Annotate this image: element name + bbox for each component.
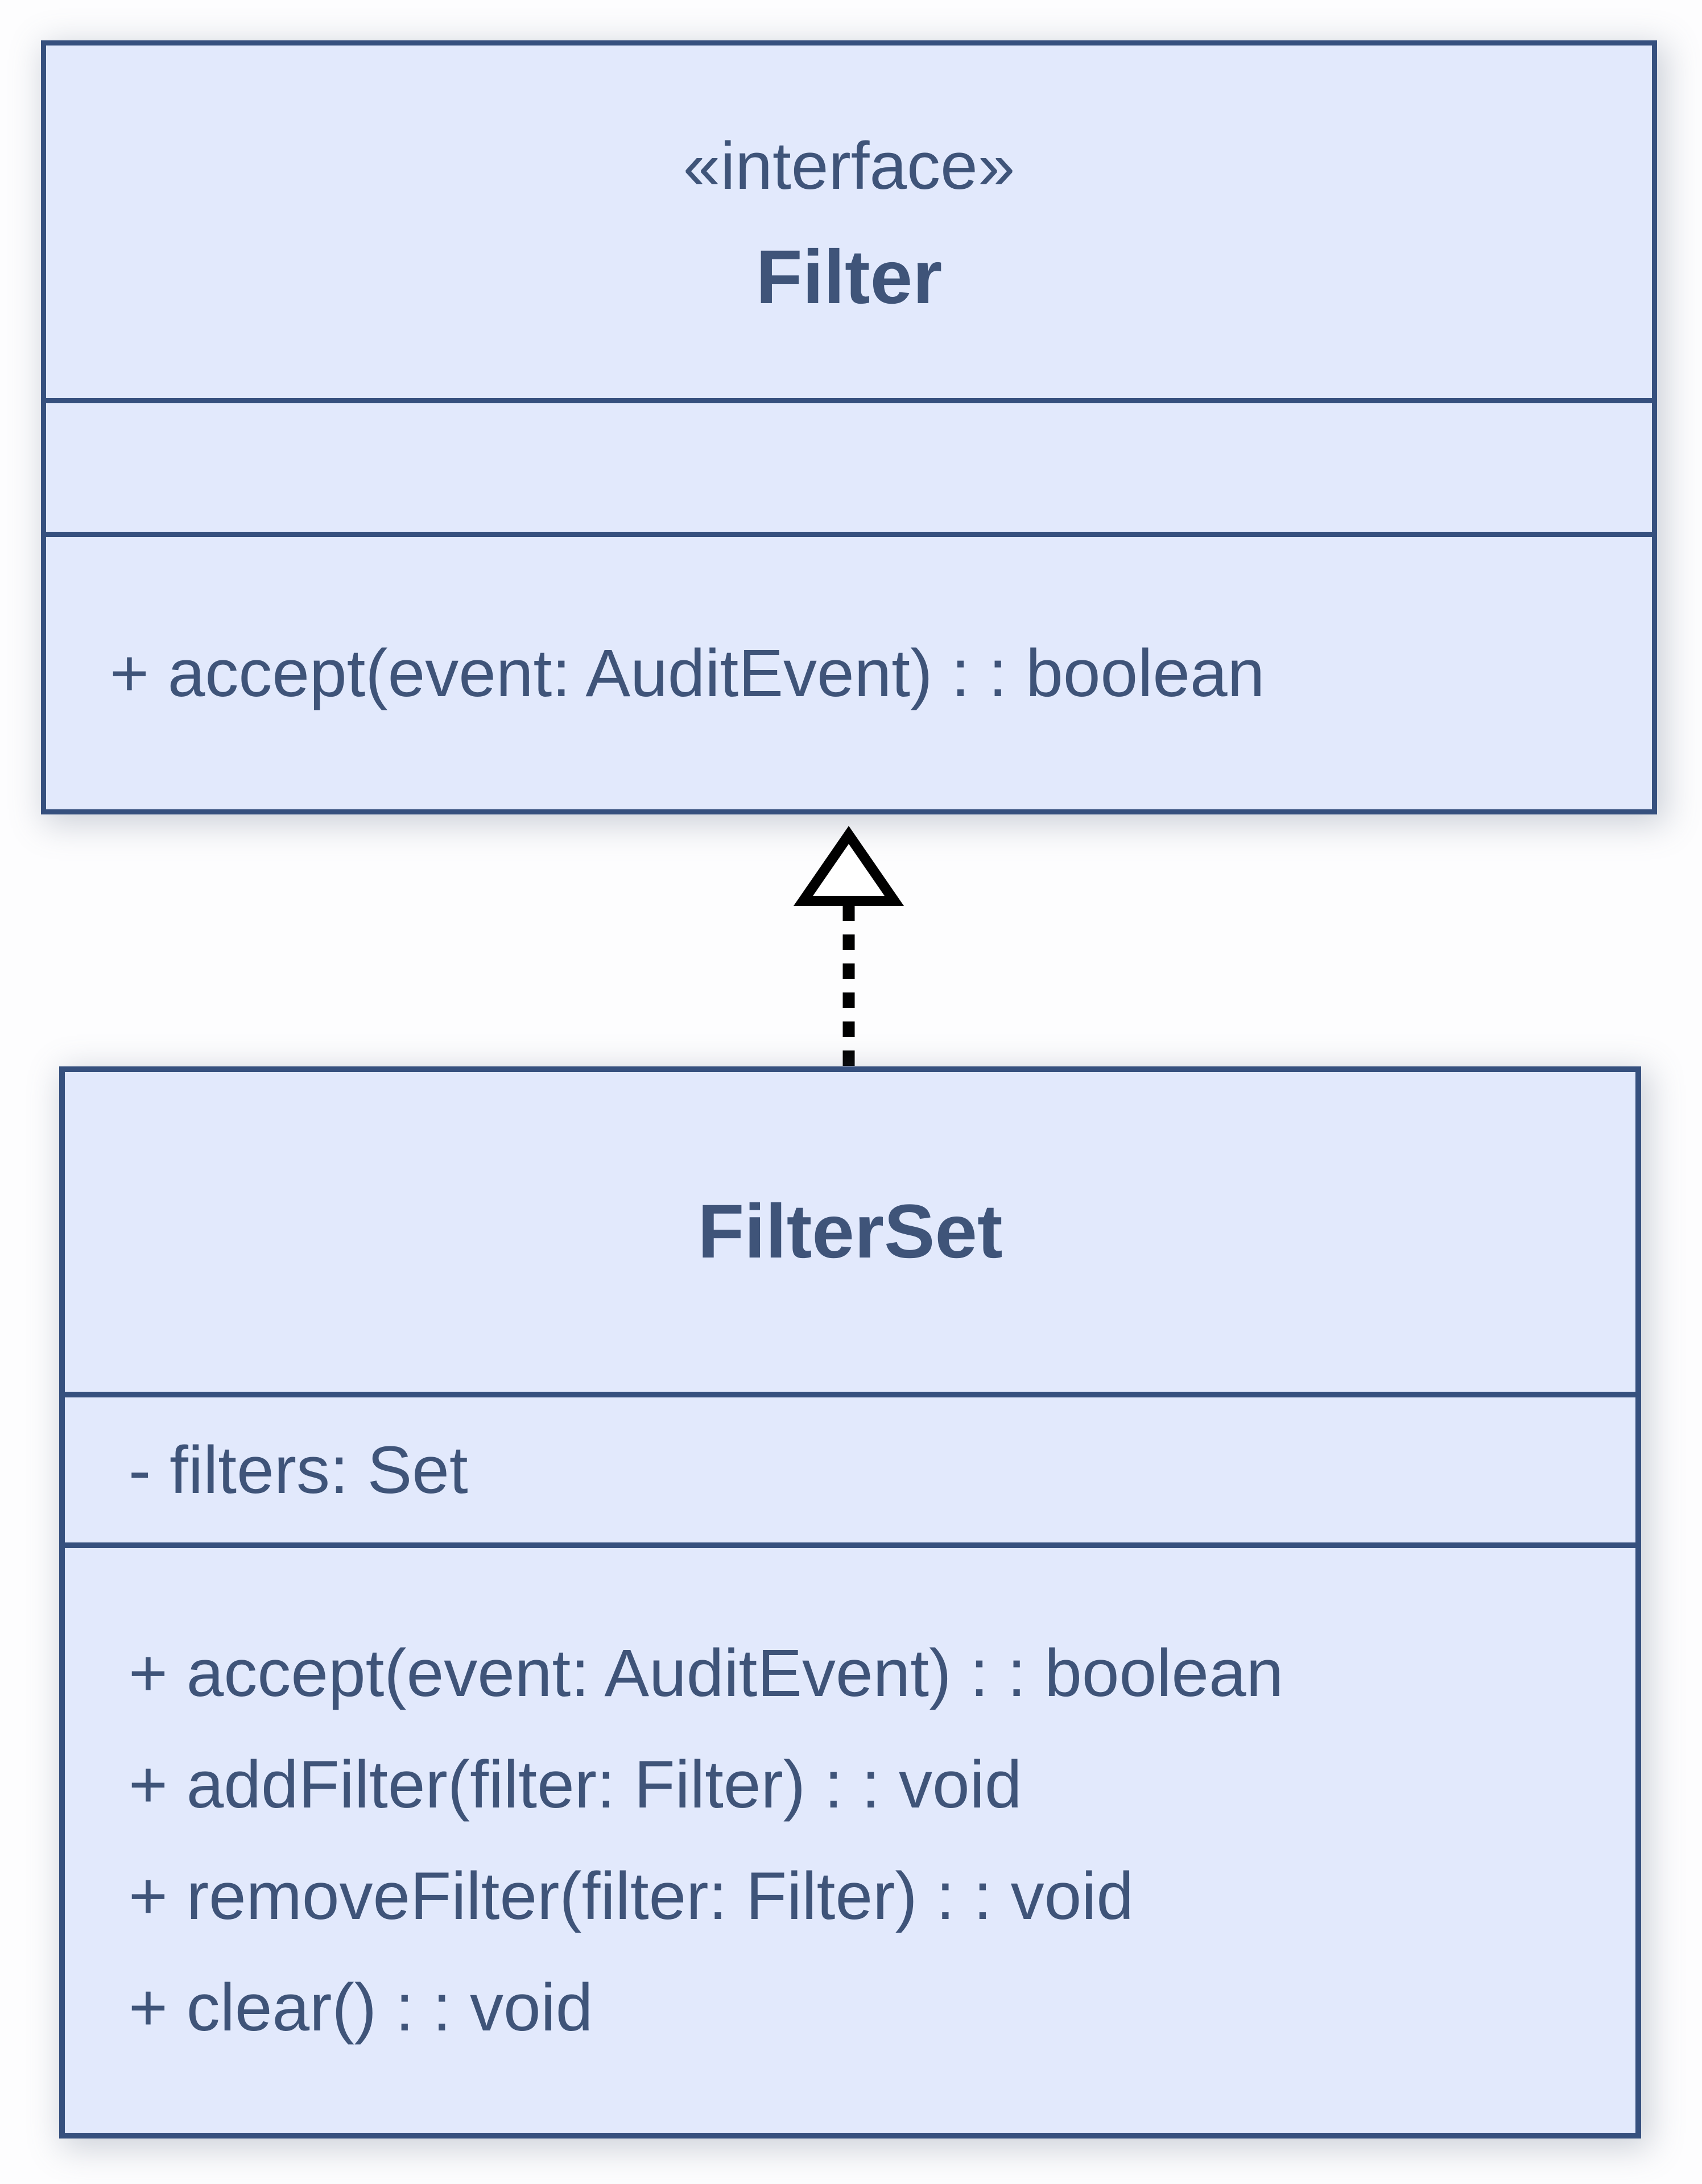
filter-method-list: + accept(event: AuditEvent) : : boolean [110, 618, 1652, 729]
method-item: + clear() : : void [129, 1970, 593, 2045]
filterset-header: FilterSet [65, 1072, 1635, 1392]
class-box-filter[interactable]: «interface» Filter + accept(event: Audit… [41, 40, 1657, 814]
attribute-item: - filters: Set [129, 1432, 468, 1508]
filter-header: «interface» Filter [46, 46, 1652, 398]
method-item: + accept(event: AuditEvent) : : boolean [110, 635, 1265, 711]
filter-attributes-compartment [46, 398, 1652, 532]
filter-class-name: Filter [755, 235, 943, 320]
method-item: + accept(event: AuditEvent) : : boolean [129, 1636, 1284, 1711]
filter-stereotype: «interface» [683, 129, 1015, 204]
filterset-class-name: FilterSet [697, 1189, 1003, 1274]
filterset-methods-compartment: + accept(event: AuditEvent) : : boolean … [65, 1542, 1635, 2133]
filterset-attributes-compartment: - filters: Set [65, 1392, 1635, 1542]
method-item: + removeFilter(filter: Filter) : : void [129, 1859, 1134, 1934]
filter-methods-compartment: + accept(event: AuditEvent) : : boolean [46, 532, 1652, 809]
filterset-method-list: + accept(event: AuditEvent) : : boolean … [129, 1618, 1635, 2063]
class-box-filterset[interactable]: FilterSet - filters: Set + accept(event:… [59, 1066, 1641, 2138]
method-item: + addFilter(filter: Filter) : : void [129, 1747, 1022, 1822]
filterset-attribute-list: - filters: Set [129, 1414, 1635, 1526]
realization-triangle-head [793, 826, 904, 906]
